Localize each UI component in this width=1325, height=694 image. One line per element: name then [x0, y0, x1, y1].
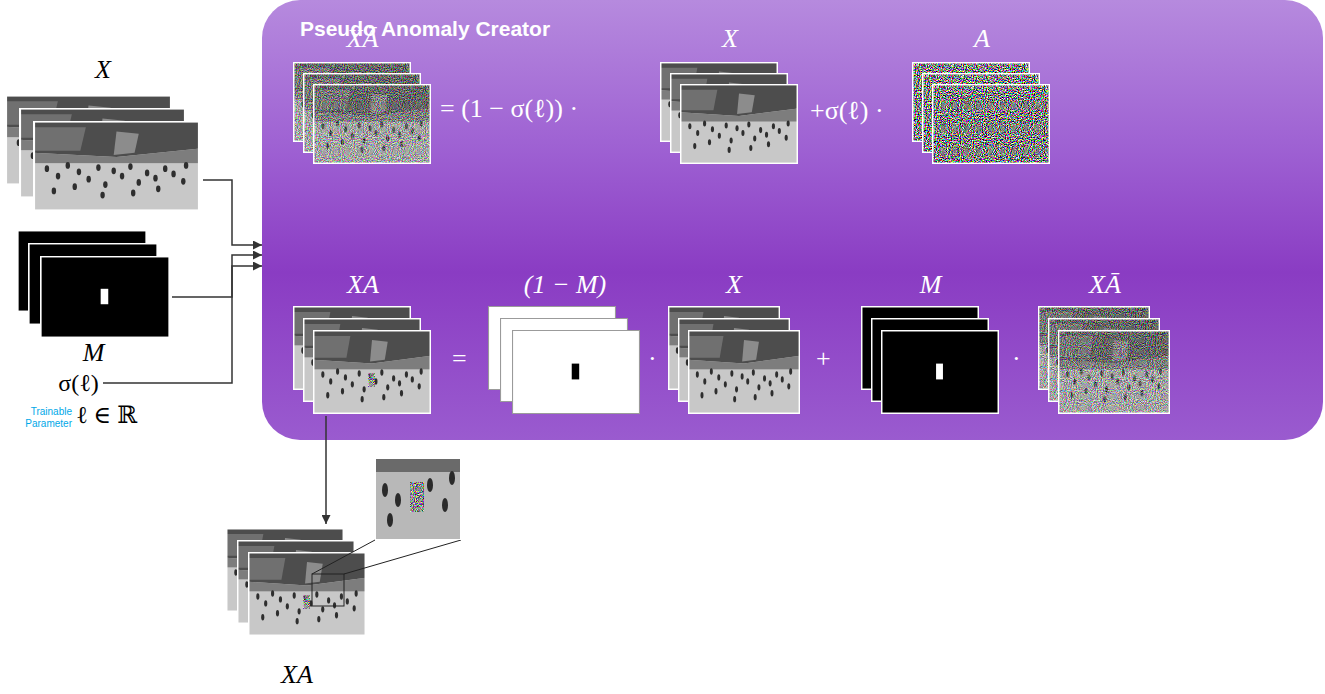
flow-arrow: [203, 180, 262, 245]
parameter-domain: ℓ ∈ ℝ: [76, 402, 137, 430]
node-label: X: [95, 55, 111, 85]
node-label: XA: [347, 270, 379, 300]
output-frames: [226, 528, 366, 636]
equation-operator: ·: [648, 344, 657, 374]
equation-term: +σ(ℓ) ·: [810, 96, 884, 126]
equation-operator: ·: [1012, 344, 1021, 374]
node-label: XĀ: [347, 24, 379, 54]
node-label: M: [83, 338, 105, 368]
parameter-note: Trainable Parameter: [20, 406, 72, 429]
noise-frames: [912, 62, 1050, 164]
output-frames-node: XA: [222, 524, 372, 690]
mask-frames: [861, 306, 999, 414]
inverse-mask-frames: [488, 306, 640, 414]
input-frames: [668, 306, 800, 414]
node-label: X: [722, 24, 738, 54]
equation-term: = (1 − σ(ℓ)) ·: [440, 94, 578, 124]
blended-frames: [293, 62, 431, 164]
blended-frames: [1038, 306, 1170, 414]
zoom-inset: [312, 458, 461, 606]
mask-frames-node: M: [15, 228, 172, 368]
equation-operator: +: [816, 344, 831, 374]
flow-arrow: [325, 416, 327, 524]
equation-operator: =: [452, 344, 467, 374]
node-label: M: [920, 270, 942, 300]
mask-frames: [17, 230, 170, 338]
node-label: A: [974, 24, 990, 54]
node-label: X: [726, 270, 742, 300]
input-frames: [5, 95, 200, 211]
input-frames-node: X: [3, 55, 203, 213]
node-label: σ(ℓ): [58, 368, 98, 398]
flow-arrow: [103, 266, 262, 383]
node-label: Pseudo Anomaly Creator: [300, 14, 550, 44]
node-label: (1 − M): [524, 270, 607, 300]
flow-arrow: [172, 255, 262, 297]
node-label: XA: [281, 660, 313, 690]
pseudo-anomaly-frames: [293, 306, 431, 414]
node-label: XĀ: [1089, 270, 1121, 300]
parameter-node: σ(ℓ): [54, 366, 103, 400]
input-frames: [660, 62, 798, 164]
